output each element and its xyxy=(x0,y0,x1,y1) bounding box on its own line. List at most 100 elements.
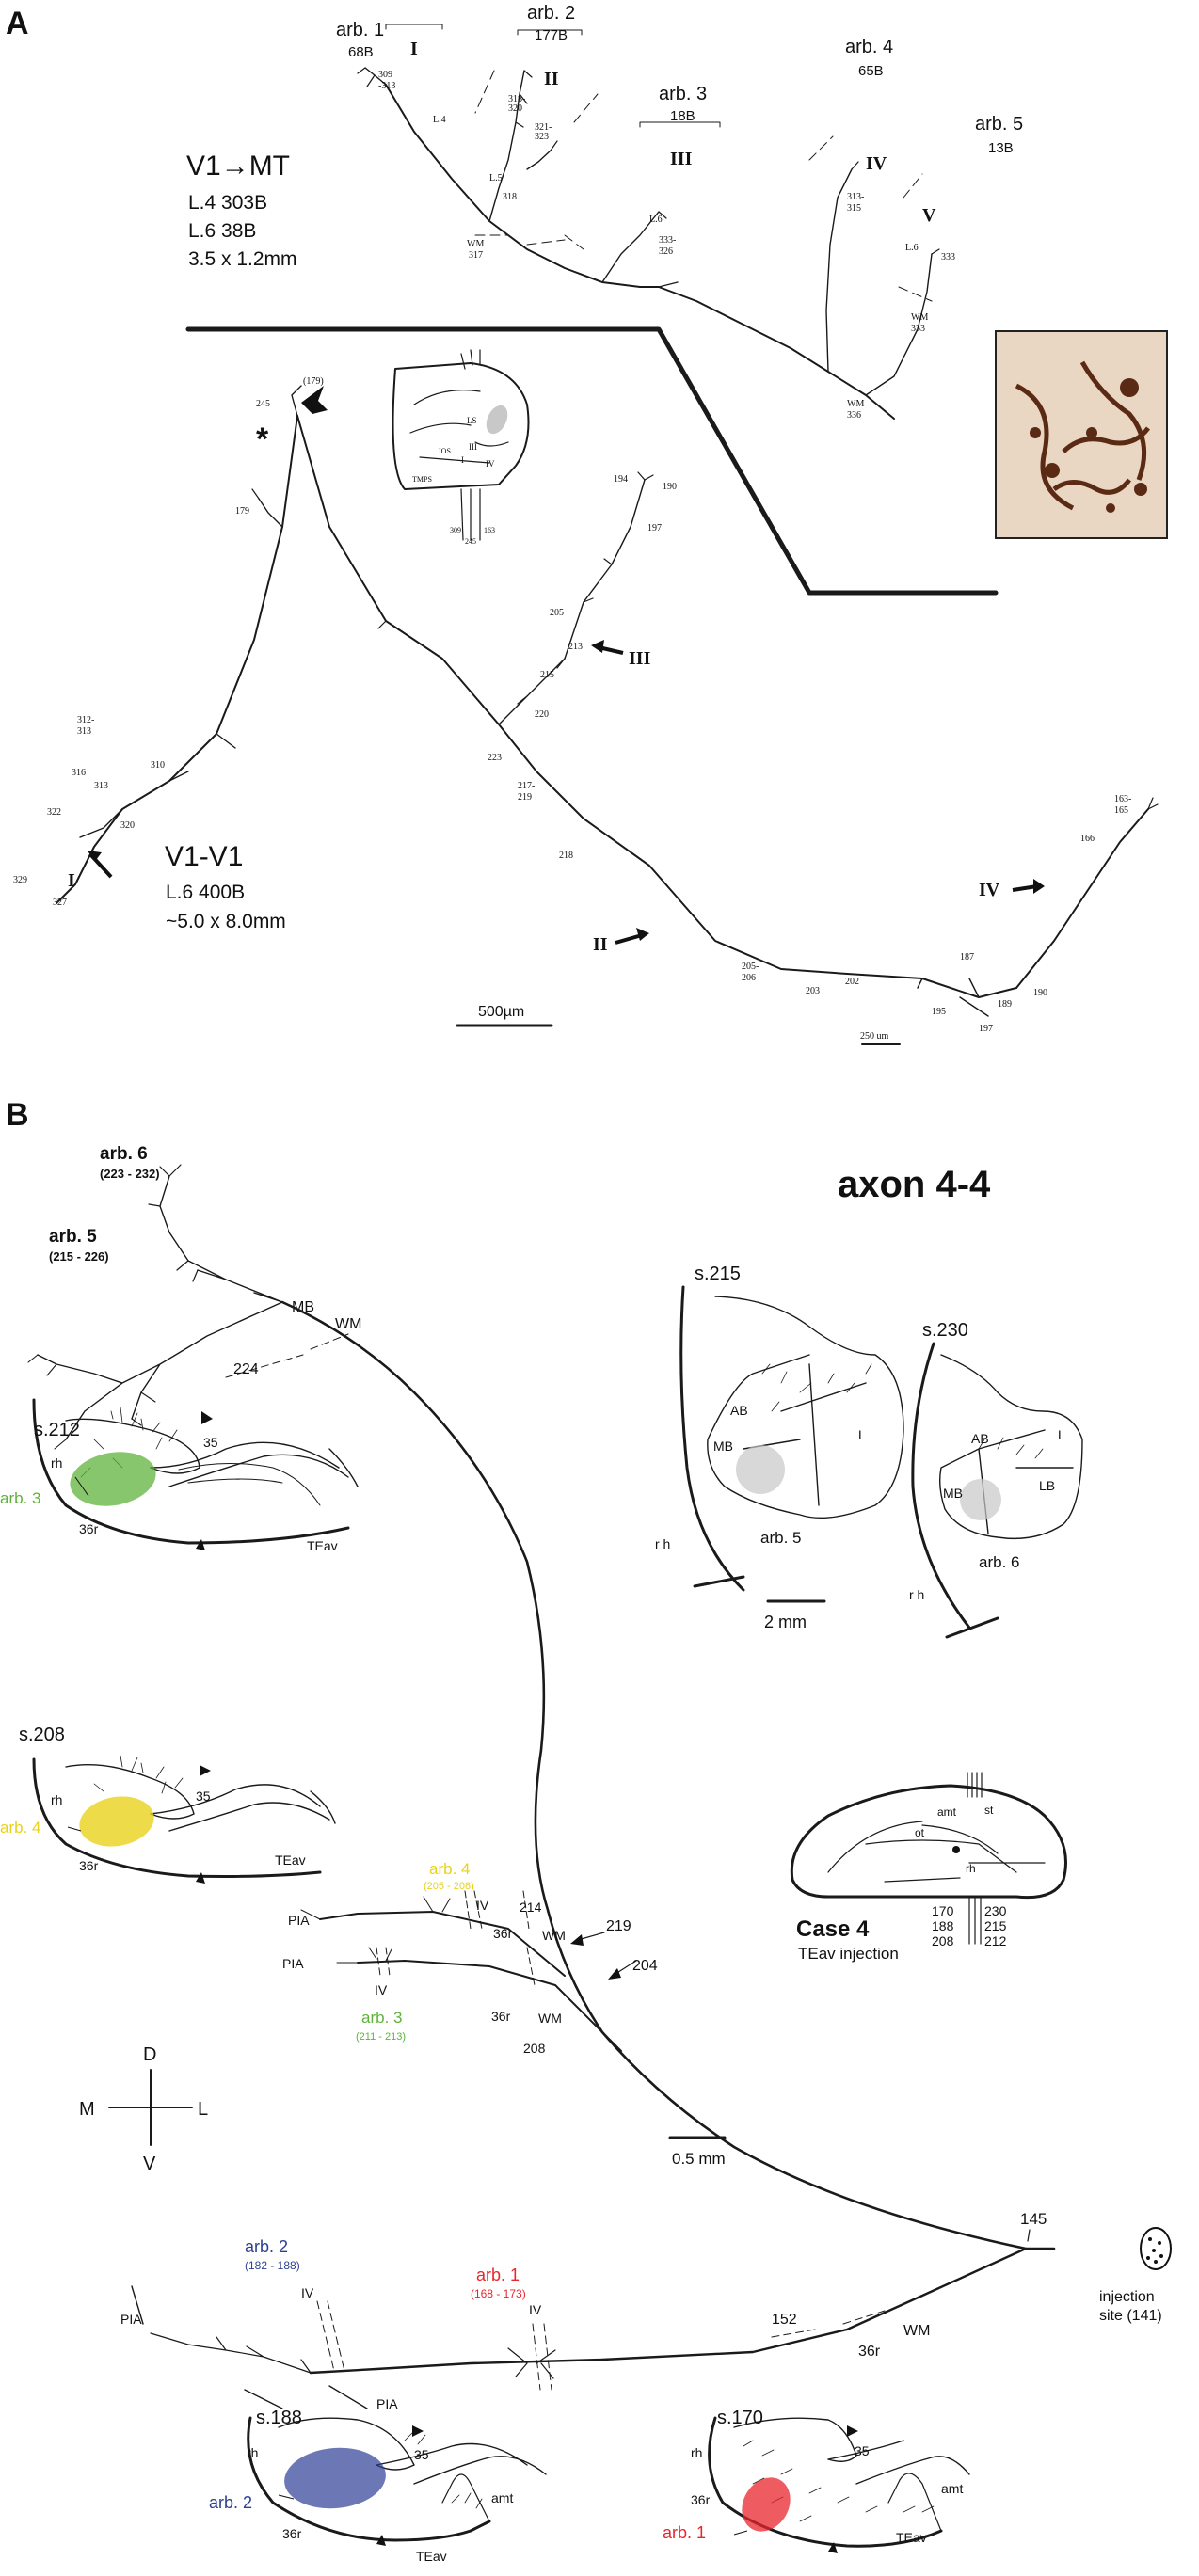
micrograph-inset xyxy=(995,330,1168,539)
arrowhead-iii xyxy=(591,640,604,653)
lbl-205b: 205- xyxy=(742,962,759,972)
lbl-179p: (179) xyxy=(303,376,324,387)
s208-title: s.208 xyxy=(19,1725,65,1745)
v1mt-line1: L.4 303B xyxy=(188,192,267,214)
arb2-roman: II xyxy=(544,69,559,89)
lower-145: 145 xyxy=(1020,2210,1047,2228)
s188-amt: amt xyxy=(491,2490,513,2505)
arrow-204 xyxy=(608,1968,621,1980)
s208-36r: 36r xyxy=(79,1858,99,1873)
injection-dot xyxy=(952,1846,960,1853)
s170-teav: TEav xyxy=(896,2530,927,2545)
arb3-roman: III xyxy=(670,149,693,169)
lbl-322: 322 xyxy=(47,807,61,818)
s215-ab: AB xyxy=(730,1403,748,1418)
roman-iii: III xyxy=(629,648,651,669)
thick-arrow xyxy=(301,386,328,414)
lbl-187: 187 xyxy=(960,952,974,962)
arrow-iv xyxy=(1012,884,1038,892)
lbl-313b: 313 xyxy=(94,781,108,791)
lbl-336: 336 xyxy=(847,410,861,421)
arb1-label: arb. 1 xyxy=(336,20,384,40)
compass-l: L xyxy=(198,2099,208,2120)
s188-pointer xyxy=(278,2494,295,2500)
lbl-166: 166 xyxy=(1080,834,1095,844)
s230-ab: AB xyxy=(971,1431,989,1446)
mid-pia1: PIA xyxy=(288,1913,310,1928)
v1v1-labels: V1-V1 L.6 400B ~5.0 x 8.0mm (179) 245 17… xyxy=(13,376,1131,1034)
case-title: Case 4 xyxy=(796,1916,870,1942)
mid-wm2: WM xyxy=(538,2011,562,2026)
s212-rh: rh xyxy=(51,1455,62,1471)
mid-iv1: IV xyxy=(476,1898,489,1913)
lower-iv2: IV xyxy=(529,2302,542,2317)
lower-pia2: PIA xyxy=(376,2396,398,2411)
asterisk: * xyxy=(256,421,269,457)
lbl-189: 189 xyxy=(998,999,1012,1010)
s212-teav: TEav xyxy=(307,1538,338,1553)
s212-arb3: arb. 3 xyxy=(0,1489,40,1507)
s215-arb5: arb. 5 xyxy=(760,1529,801,1547)
s170-amt: amt xyxy=(941,2481,963,2496)
lower-pia1: PIA xyxy=(120,2312,142,2327)
case-170: 170 xyxy=(932,1903,954,1918)
arb6-label: arb. 6 xyxy=(100,1144,148,1164)
arb4-label: arb. 4 xyxy=(845,37,893,57)
s188-rh: rh xyxy=(247,2445,258,2460)
panel-a-separator-line xyxy=(185,326,999,596)
s208-arb4-ellipse xyxy=(79,1796,154,1847)
s208-35: 35 xyxy=(196,1789,211,1804)
v1mt-line3: 3.5 x 1.2mm xyxy=(188,248,297,270)
case-212: 212 xyxy=(984,1933,1007,1948)
s212-pointer xyxy=(74,1476,89,1497)
panel-a: A V1→MT L.4 303B L.6 38B 3.5 x 1.2mm arb… xyxy=(6,3,1168,1045)
s215-rh: r h xyxy=(655,1536,670,1551)
lbl-165: 165 xyxy=(1114,805,1128,816)
case-ot: ot xyxy=(915,1826,925,1839)
mid-219: 219 xyxy=(606,1918,631,1934)
arrow-219 xyxy=(570,1934,584,1946)
branch-lower xyxy=(309,2247,1028,2375)
v1v1-markers: * I II III IV xyxy=(68,386,1045,955)
lbl-316: 316 xyxy=(72,768,86,778)
lbl-wm2: WM xyxy=(911,312,928,323)
arrow-145 xyxy=(1027,2229,1031,2242)
s208-rh: rh xyxy=(51,1792,62,1807)
inset-245: 245 xyxy=(465,537,476,546)
s170-36r: 36r xyxy=(691,2492,711,2507)
section-s188: s.188 rh 35 36r amt TEav arb. 2 xyxy=(209,2408,547,2564)
lbl-318: 318 xyxy=(503,192,517,202)
mid-36r1: 36r xyxy=(493,1926,513,1941)
lbl-318b: 318- xyxy=(508,94,525,104)
arrowhead-ii xyxy=(636,928,649,941)
lbl-l5: L.5 xyxy=(489,173,503,183)
lbl-321: 321- xyxy=(535,122,552,133)
s188-tick2 xyxy=(376,2535,386,2546)
mid-arb3-range: (211 - 213) xyxy=(356,2031,406,2043)
mid-arb3: arb. 3 xyxy=(361,2009,402,2027)
arb5-count: 13B xyxy=(988,140,1014,156)
section-s215: s.215 AB MB L arb. 5 r h xyxy=(655,1264,904,1592)
inset-tmps: TMPS xyxy=(412,475,432,484)
lbl-179: 179 xyxy=(235,506,249,517)
n224-label: 224 xyxy=(233,1361,259,1377)
lbl-219: 219 xyxy=(518,792,532,803)
lbl-333c: 333 xyxy=(911,324,925,334)
inset-ios: IOS xyxy=(439,447,451,455)
s215-title: s.215 xyxy=(695,1264,741,1284)
lower-arb2: arb. 2 xyxy=(245,2237,288,2256)
lbl-194: 194 xyxy=(614,474,628,485)
inset-iii: III xyxy=(469,442,477,452)
lbl-217: 217- xyxy=(518,781,535,791)
mid-204: 204 xyxy=(632,1958,658,1974)
s188-arb2-ellipse xyxy=(284,2447,386,2509)
lbl-313: 313 xyxy=(77,726,91,737)
roman-i: I xyxy=(68,870,75,891)
mid-arb4-range: (205 - 208) xyxy=(424,1881,474,1892)
section-s170: s.170 rh 35 36r amt TEav arb. 1 xyxy=(663,2408,970,2553)
case4-brain-inset: amt st ot rh 170 188 208 230 215 212 xyxy=(790,1772,1067,1948)
brain-section-inset: LS III IOS I IV TMPS 309 245 163 xyxy=(392,349,530,546)
s170-35: 35 xyxy=(855,2443,870,2458)
lbl-wm1: WM xyxy=(467,239,484,249)
lbl-333b: 333 xyxy=(941,252,955,262)
